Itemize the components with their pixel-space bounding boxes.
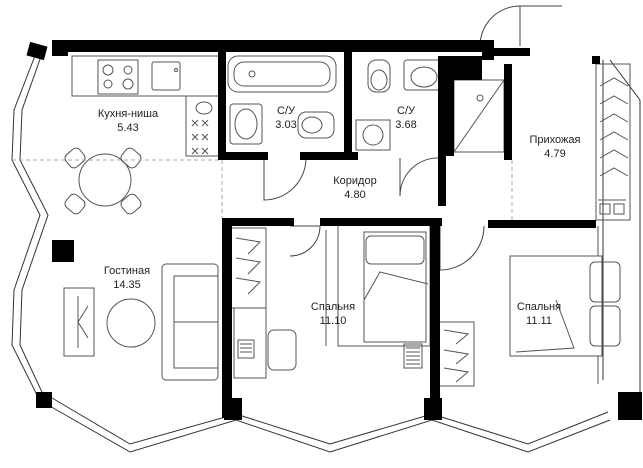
washbasin — [229, 103, 263, 145]
toilet — [297, 111, 335, 139]
room-label-living-room: Гостиная 14.35 — [92, 264, 162, 292]
kitchen-sink — [151, 61, 181, 91]
room-label-kitchen: Кухня-ниша 5.43 — [88, 107, 168, 135]
tv-unit — [63, 287, 95, 357]
stove-burner — [123, 65, 133, 75]
room-area: 11.10 — [319, 315, 347, 327]
room-area: 4.80 — [344, 189, 366, 201]
room-name: Кухня-ниша — [97, 108, 159, 120]
room-name: С/У — [397, 105, 415, 117]
room-area: 4.79 — [544, 148, 566, 160]
room-label-hallway: Прихожая 4.79 — [520, 133, 590, 161]
room-name: Прихожая — [529, 134, 581, 146]
room-name: Спальня — [516, 301, 562, 313]
washing-machine — [355, 119, 391, 151]
chair — [120, 147, 142, 169]
room-label-corridor: Коридор 4.80 — [320, 174, 390, 202]
room-area: 5.43 — [117, 122, 139, 134]
room-name: С/У — [277, 105, 295, 117]
chair — [64, 147, 86, 169]
room-name: Коридор — [333, 175, 377, 187]
bar-sink — [195, 101, 213, 115]
laptop — [237, 339, 255, 359]
chair — [120, 193, 142, 215]
room-name: Спальня — [310, 301, 356, 313]
room-area: 14.35 — [113, 279, 141, 291]
desk — [233, 307, 267, 379]
door-bathroom-2 — [399, 157, 439, 197]
room-label-bedroom-1: Спальня 11.10 — [298, 300, 368, 328]
radiator — [403, 343, 423, 369]
door-bedroom-2 — [439, 225, 485, 271]
dining-table — [78, 153, 132, 207]
hallway-wardrobe — [595, 63, 631, 221]
coffee-table — [106, 298, 156, 348]
stove-burner — [122, 78, 134, 90]
door-bedroom-1 — [289, 225, 321, 257]
room-area: 3.03 — [275, 119, 297, 131]
room-name: Гостиная — [103, 265, 151, 277]
toilet — [367, 59, 391, 93]
stove-burner — [102, 64, 114, 76]
room-label-bedroom-2: Спальня 11.11 — [504, 300, 574, 328]
room-area: 3.68 — [395, 119, 417, 131]
chair — [267, 329, 297, 371]
chair — [64, 193, 86, 215]
door-swings — [263, 5, 562, 271]
stove-burner — [103, 79, 113, 89]
walls — [26, 40, 642, 420]
room-area: 11.11 — [526, 315, 552, 327]
door-bathroom-1 — [263, 157, 307, 201]
bathtub — [227, 55, 337, 93]
room-label-bathroom-2: С/У 3.68 — [386, 104, 426, 132]
room-label-bathroom-1: С/У 3.03 — [266, 104, 306, 132]
entrance-door — [479, 5, 521, 47]
